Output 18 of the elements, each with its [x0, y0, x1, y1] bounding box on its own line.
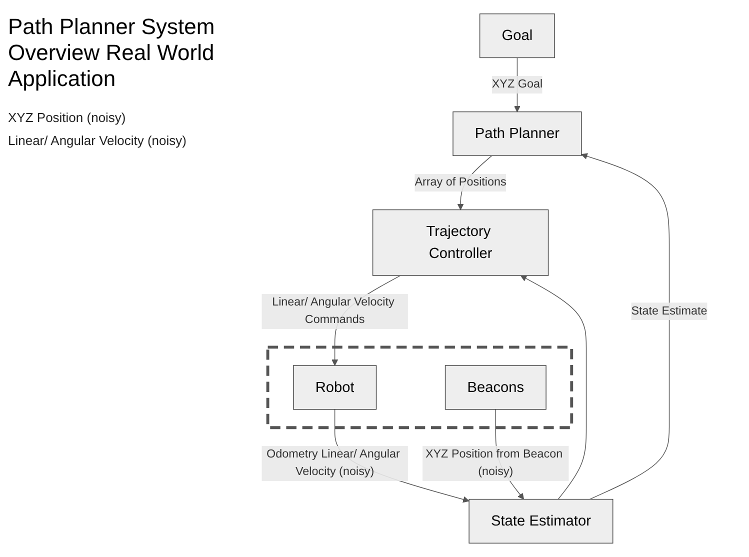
edge-label: State Estimate [631, 304, 708, 318]
edge-label: XYZ Position from Beacon (noisy) [425, 448, 563, 478]
arrow [520, 275, 587, 500]
node-box: Trajectory Controller [372, 209, 549, 276]
node-box: Robot [293, 365, 377, 410]
node-box: Goal [479, 13, 555, 58]
cluster [266, 346, 574, 430]
edge-label: Odometry Linear/ Angular Velocity (noisy) [266, 448, 400, 478]
edge-label: Linear/ Angular Velocity Commands [272, 296, 394, 326]
node-box: Beacons [444, 365, 546, 410]
note-text: Linear/ Angular Velocity (noisy) [8, 133, 188, 148]
edge-label: XYZ Goal [492, 78, 543, 91]
edge-label: Array of Positions [414, 176, 506, 189]
diagram-title: Path Planner System Overview Real World Application [8, 14, 216, 92]
node-box: Path Planner [452, 111, 582, 156]
arrow [581, 153, 670, 500]
note-text: XYZ Position (noisy) [8, 110, 127, 125]
node-box: State Estimator [468, 498, 614, 544]
